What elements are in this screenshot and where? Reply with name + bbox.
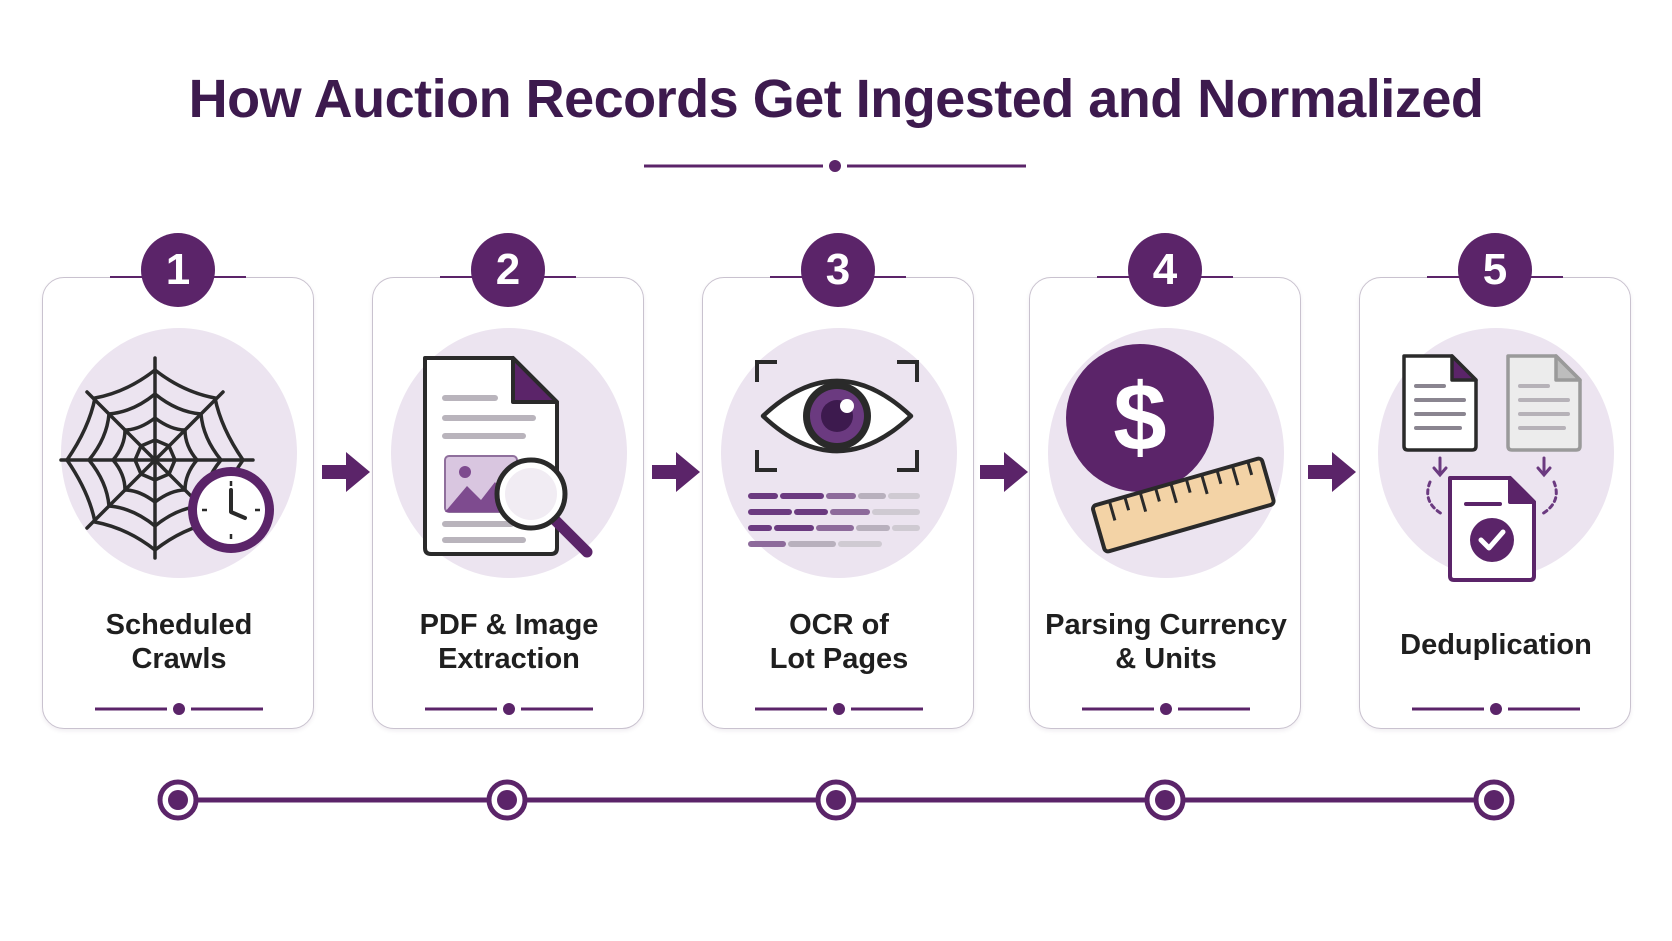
badge-connector: [1523, 276, 1563, 278]
timeline: [157, 779, 1515, 821]
eye-scan-icon: [748, 360, 920, 547]
step-number-badge-2: 2: [471, 233, 545, 307]
timeline-node-1: [157, 779, 199, 821]
arrow-right-icon: [322, 452, 370, 492]
badge-connector: [110, 276, 150, 278]
step-number-badge-4: 4: [1128, 233, 1202, 307]
step-label-2: PDF & Image Extraction: [419, 609, 599, 675]
step-number-badge-5: 5: [1458, 233, 1532, 307]
badge-connector: [206, 276, 246, 278]
documents-merge-check-icon: [1402, 354, 1582, 582]
spider-web-clock-icon: [59, 356, 274, 560]
badge-connector: [866, 276, 906, 278]
step-label-5: Deduplication: [1400, 629, 1592, 661]
step-card-1: Scheduled Crawls: [42, 277, 314, 729]
step-number-badge-3: 3: [801, 233, 875, 307]
badge-connector: [1427, 276, 1467, 278]
card-divider: [425, 703, 593, 715]
svg-text:$: $: [1113, 364, 1166, 471]
page-title: How Auction Records Get Ingested and Nor…: [188, 69, 1484, 129]
card-divider: [1412, 703, 1580, 715]
step-card-3: OCR of Lot Pages: [702, 277, 974, 729]
step-card-5: Deduplication: [1359, 277, 1631, 729]
step-card-2: PDF & Image Extraction: [372, 277, 644, 729]
step-label-4: Parsing Currency & Units: [1045, 609, 1287, 675]
step-card-4: $ Parsing Currency & Units: [1029, 277, 1301, 729]
timeline-node-3: [815, 779, 857, 821]
step-label-1: Scheduled Crawls: [105, 609, 253, 675]
document-magnifier-icon: [423, 356, 593, 558]
step-label-3: OCR of Lot Pages: [769, 609, 909, 675]
step-number-badge-1: 1: [141, 233, 215, 307]
badge-connector: [1097, 276, 1137, 278]
card-divider: [1082, 703, 1250, 715]
arrow-right-icon: [1308, 452, 1356, 492]
badge-connector: [536, 276, 576, 278]
arrow-right-icon: [980, 452, 1028, 492]
title-divider: [644, 160, 1026, 172]
badge-connector: [1193, 276, 1233, 278]
card-divider: [95, 703, 263, 715]
timeline-node-2: [486, 779, 528, 821]
timeline-node-4: [1144, 779, 1186, 821]
dollar-ruler-icon: $: [1066, 344, 1276, 554]
card-divider: [755, 703, 923, 715]
arrow-right-icon: [652, 452, 700, 492]
badge-connector: [440, 276, 480, 278]
timeline-node-5: [1473, 779, 1515, 821]
badge-connector: [770, 276, 810, 278]
